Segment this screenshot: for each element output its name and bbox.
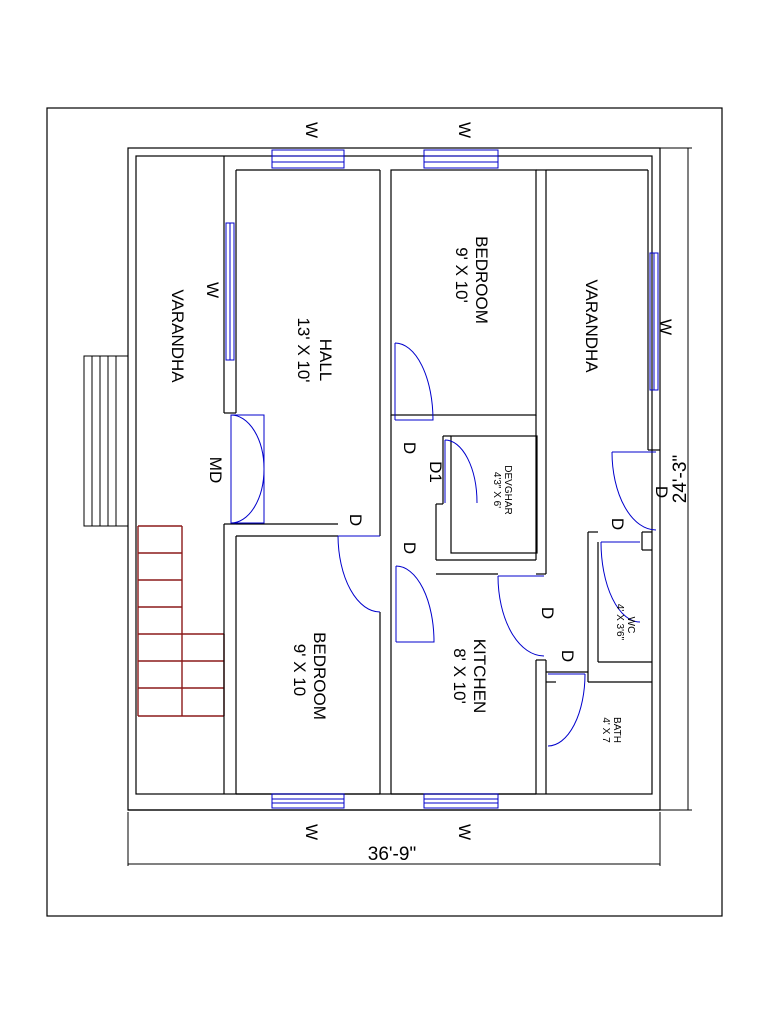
hall-size: 13' X 10' [294,317,313,382]
wc-size: 4' X 3'6" [614,604,625,641]
bath-name: BATH [611,717,622,743]
kitchen-size: 8' X 10' [450,648,469,704]
wc-name: WC [625,617,636,634]
window-label-hall-side: W [203,282,222,298]
door-label-bath: D [558,650,577,662]
door-label-kitchen-right: D [538,607,557,619]
page-frame [46,107,723,917]
window-label-bedroom-top: W [455,122,474,138]
window-label-kitchen-bottom: W [455,824,474,840]
door-d1-swing [444,439,478,504]
bedroom-bottom-name: BEDROOM [310,632,329,720]
door-bedroom-top-swing [394,342,434,421]
bath-size: 4' X 7 [600,717,611,743]
door-label-hall-bedroom: D [346,514,365,526]
window-varandha-right [649,252,659,391]
devghar-size: 4'3" X 6' [491,472,502,508]
doors [230,342,657,747]
window-hall-side [225,222,235,361]
window-bedroom-top [423,149,499,169]
entrance-steps [83,355,129,527]
interior-walls [223,156,660,795]
staircase [137,525,225,717]
window-label-bedroom-bottom: W [302,824,321,840]
window-label-hall-top: W [302,122,321,138]
width-dimension-label: 36'-9" [368,844,416,865]
door-varandha-swing [611,451,657,531]
door-bath-swing [547,673,586,747]
window-hall-top [271,149,345,169]
door-hall-bedroom-swing [337,535,381,613]
varandha-left-label: VARANDHA [168,289,187,383]
dimension-lines [127,147,692,866]
depth-dimension-label: 24'-3" [670,455,691,503]
window-kitchen-bottom [423,793,499,809]
door-kitchen-right-swing [497,575,545,657]
window-label-varandha-right: W [656,319,675,335]
door-wc-swing [600,541,641,623]
door-kitchen-left-swing [395,565,435,643]
bedroom-bottom-size: 9' X 10 [290,644,309,696]
window-bedroom-bottom [271,793,345,809]
main-door-label: MD [206,457,225,483]
kitchen-name: KITCHEN [470,639,489,714]
door-label-bedroom-top: D [400,442,419,454]
windows [225,149,659,809]
door-label-wc: D [608,518,627,530]
bedroom-top-name: BEDROOM [472,236,491,324]
hall-name: HALL [316,339,335,382]
labels: 36'-9" 24'-3" HALL 13' X 10' BEDROOM 9' … [168,122,691,865]
door-label-d1: D1 [426,461,445,483]
bedroom-top-size: 9' X 10' [452,247,471,303]
varandha-right-label: VARANDHA [582,279,601,373]
door-label-varandha: D [652,486,671,498]
devghar-name: DEVGHAR [502,465,513,514]
main-door-swing [230,414,265,524]
door-label-kitchen-left: D [400,542,419,554]
